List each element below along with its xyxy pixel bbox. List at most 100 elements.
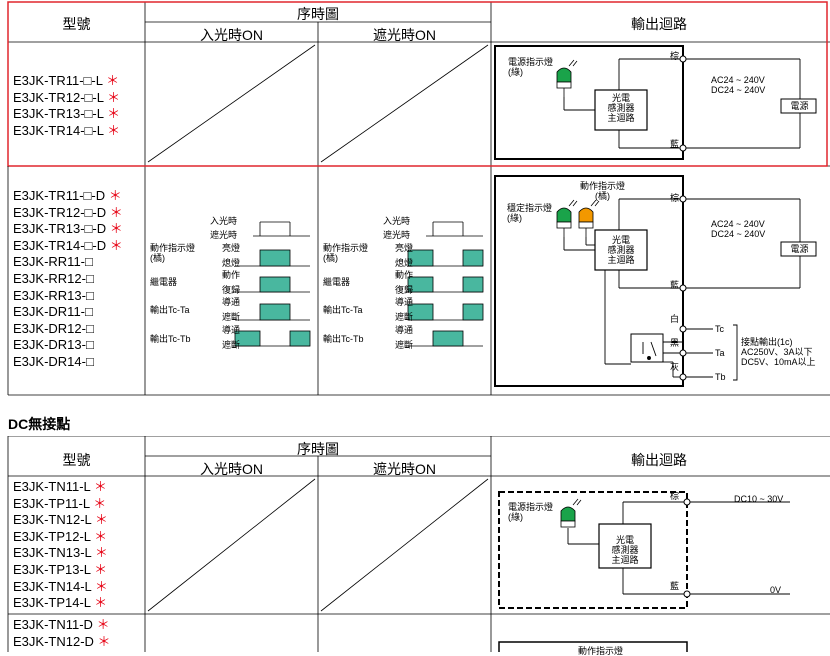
ac-voltage-label-2: AC24 ~ 240V DC24 ~ 240V [711, 219, 766, 239]
model-name: E3JK-DR12-□ [13, 320, 94, 336]
table2-grid [7, 436, 830, 652]
black-label: 黑 [670, 338, 680, 348]
contact-output-label: 接點輸出(1c) AC250V、3A以下 DC5V、10mA以上 [741, 337, 816, 367]
main-circuit-label: 光電 感測器 主迴路 [607, 93, 635, 123]
model-name: E3JK-RR13-□ [13, 287, 94, 303]
header2-timing: 序時圖 [297, 441, 339, 457]
ac-voltage-label: AC24 ~ 240V DC24 ~ 240V [711, 75, 766, 95]
on-light-label: 亮燈 [222, 243, 241, 253]
relay-label: 繼電器 [323, 277, 351, 287]
star-mark: ＊ [105, 188, 122, 203]
model-name: E3JK-TR12-□-L [13, 89, 104, 105]
section2-row2-models: E3JK-TN11-D ＊E3JK-TN12-D ＊ [13, 617, 111, 650]
output-pulse [407, 249, 434, 267]
star-mark: ＊ [93, 633, 111, 649]
model-item: E3JK-TN12-L ＊ [13, 512, 108, 529]
model-item: E3JK-TP12-L ＊ [13, 529, 108, 546]
tb-label: Tb [715, 372, 726, 382]
model-item: E3JK-TR11-□-L ＊ [13, 73, 120, 90]
model-item: E3JK-TR11-□-D ＊ [13, 188, 123, 205]
indicator-label: 動作指示燈 (橘) [323, 243, 369, 263]
output-pulse [407, 276, 434, 293]
conduct-label-2: 導通 [395, 325, 414, 335]
header-model: 型號 [62, 16, 91, 32]
output-pulse [259, 303, 291, 321]
model-name: E3JK-TN12-D [13, 633, 94, 649]
light-on-label: 入光時 [383, 216, 411, 226]
section-title: DC無接點 [8, 416, 71, 432]
model-name: E3JK-RR11-□ [13, 254, 93, 270]
model-item: E3JK-DR14-□ [13, 354, 123, 371]
table1-grid [7, 1, 830, 396]
operate-label: 動作 [222, 270, 241, 280]
star-mark: ＊ [90, 479, 107, 494]
header2-model: 型號 [62, 452, 91, 468]
timing-chart-dark-on [407, 221, 484, 347]
power-label: 電源 [790, 101, 809, 111]
dark-on-label: 遮光時 [383, 230, 411, 240]
output-pulse [407, 303, 434, 321]
model-name: E3JK-TN11-D [13, 617, 93, 632]
timing-chart-light-on [234, 221, 311, 347]
out-tc-tb-label: 輸出Tc-Tb [150, 334, 191, 344]
star-mark: ＊ [103, 106, 121, 122]
model-item: E3JK-RR12-□ [13, 271, 123, 288]
model-item: E3JK-RR13-□ [13, 288, 123, 305]
star-mark: ＊ [103, 122, 121, 138]
row1-model-list: E3JK-TR11-□-L ＊E3JK-TR12-□-L ＊E3JK-TR13-… [13, 73, 120, 139]
model-name: E3JK-TR14-□-D [13, 237, 107, 253]
model-name: E3JK-TR12-□-D [13, 204, 107, 220]
on-light-label: 亮燈 [395, 243, 414, 253]
brown-label-2: 棕 [670, 193, 680, 203]
brown-label-3: 棕 [670, 491, 680, 501]
brown-label: 棕 [670, 51, 680, 61]
relay-switch-icon [642, 341, 657, 360]
dark-on-label: 遮光時 [210, 230, 238, 240]
action-indicator-label: 動作指示燈 (橘) [580, 181, 626, 201]
model-name: E3JK-TP12-L [13, 528, 91, 544]
model-item: E3JK-TN12-D ＊ [13, 634, 111, 651]
out-tc-ta-label: 輸出Tc-Ta [150, 305, 190, 315]
star-mark: ＊ [91, 545, 108, 561]
model-item: E3JK-TR13-□-L ＊ [13, 106, 120, 123]
output-pulse [259, 249, 291, 267]
star-mark: ＊ [103, 89, 121, 105]
model-name: E3JK-TP13-L [13, 561, 91, 577]
star-mark: ＊ [90, 595, 108, 611]
main-circuit-label-2: 光電 感測器 主迴路 [607, 235, 635, 265]
stable-indicator-label: 穩定指示燈 (綠) [507, 203, 553, 223]
operate-label: 動作 [395, 270, 414, 280]
header-light-on: 入光時ON [200, 27, 263, 43]
conduct-label: 導通 [395, 297, 414, 307]
model-name: E3JK-TR13-□-L [13, 106, 104, 122]
model-item: E3JK-DR11-□ [13, 304, 123, 321]
row2-model-list: E3JK-TR11-□-D ＊E3JK-TR12-□-D ＊E3JK-TR13-… [13, 188, 123, 371]
conduct-label: 導通 [222, 297, 241, 307]
model-item: E3JK-TP14-L ＊ [13, 595, 108, 612]
blue-label-2: 藍 [670, 280, 680, 290]
partial-indicator-label: 動作指示燈 [578, 646, 624, 656]
model-name: E3JK-TR14-□-L [13, 122, 104, 138]
star-mark: ＊ [89, 495, 107, 511]
header-output: 輸出迴路 [631, 16, 687, 32]
orange-led-icon [578, 199, 600, 237]
tc-label: Tc [715, 324, 724, 334]
model-name: E3JK-TR13-□-D [13, 221, 107, 237]
model-name: E3JK-RR12-□ [13, 270, 94, 286]
header2-dark-on: 遮光時ON [373, 461, 436, 477]
model-item: E3JK-RR11-□ [13, 254, 123, 271]
model-name: E3JK-TR11-□-D [13, 188, 106, 203]
model-item: E3JK-TR12-□-D ＊ [13, 205, 123, 222]
out-tc-tb-label: 輸出Tc-Tb [323, 334, 364, 344]
model-item: E3JK-TR13-□-D ＊ [13, 221, 123, 238]
model-name: E3JK-TN11-L [13, 479, 91, 494]
star-mark: ＊ [102, 73, 120, 88]
cutoff-label-2: 遮斷 [222, 340, 241, 350]
model-item: E3JK-TP11-L ＊ [13, 496, 108, 513]
model-name: E3JK-TP14-L [13, 595, 91, 611]
green-led-icon [556, 199, 578, 237]
model-item: E3JK-TN14-L ＊ [13, 579, 108, 596]
output-pulse [432, 330, 464, 347]
conduct-label-2: 導通 [222, 325, 241, 335]
header2-light-on: 入光時ON [200, 461, 263, 477]
